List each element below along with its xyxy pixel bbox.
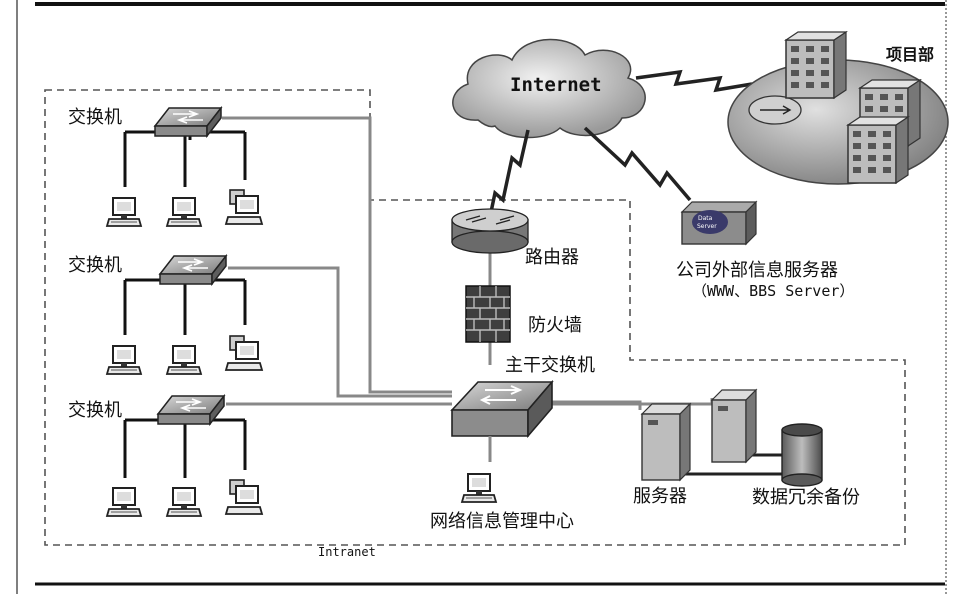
internet-label: Internet [510,74,602,96]
router-icon [451,208,529,254]
core-switch-label: 主干交换机 [505,355,595,376]
pc-icon [166,345,202,375]
wan-link-router [489,129,530,213]
building-icon [785,31,847,99]
backup-storage-icon [781,423,823,487]
building-icon [847,116,909,184]
wan-link-project [635,69,753,93]
nmc-pc-icon [461,473,497,503]
svg-text:Server: Server [697,223,717,230]
router-label: 路由器 [525,247,579,268]
server-2-icon [710,388,758,464]
pc-icon [106,197,142,227]
pc-icon [106,345,142,375]
external-server-sublabel: （WWW、BBS Server） [692,282,854,300]
external-server-icon: Data Server [680,200,758,246]
pc-icon [166,197,202,227]
backup-label: 数据冗余备份 [752,487,860,508]
switch-2-label: 交换机 [68,255,122,276]
switch-1-label: 交换机 [68,107,122,128]
switch-3-icon [157,395,225,425]
firewall-label: 防火墙 [528,315,582,336]
switch-1-icon [154,107,222,137]
svg-text:Data: Data [698,215,713,222]
project-dept-label: 项目部 [886,45,934,64]
pc-icon [106,487,142,517]
pc-icon [166,487,202,517]
core-switch-icon [450,379,554,439]
intranet-label: Intranet [318,545,376,559]
server-1-icon [640,402,692,482]
wan-link-external-server [583,126,692,202]
firewall-icon [465,285,511,343]
servers-label: 服务器 [633,486,687,507]
switch-2-icon [159,255,227,285]
switch-3-label: 交换机 [68,400,122,421]
nmc-label: 网络信息管理中心 [430,511,574,532]
router-arrow-icon [760,105,792,115]
external-server-label: 公司外部信息服务器 [676,260,838,281]
